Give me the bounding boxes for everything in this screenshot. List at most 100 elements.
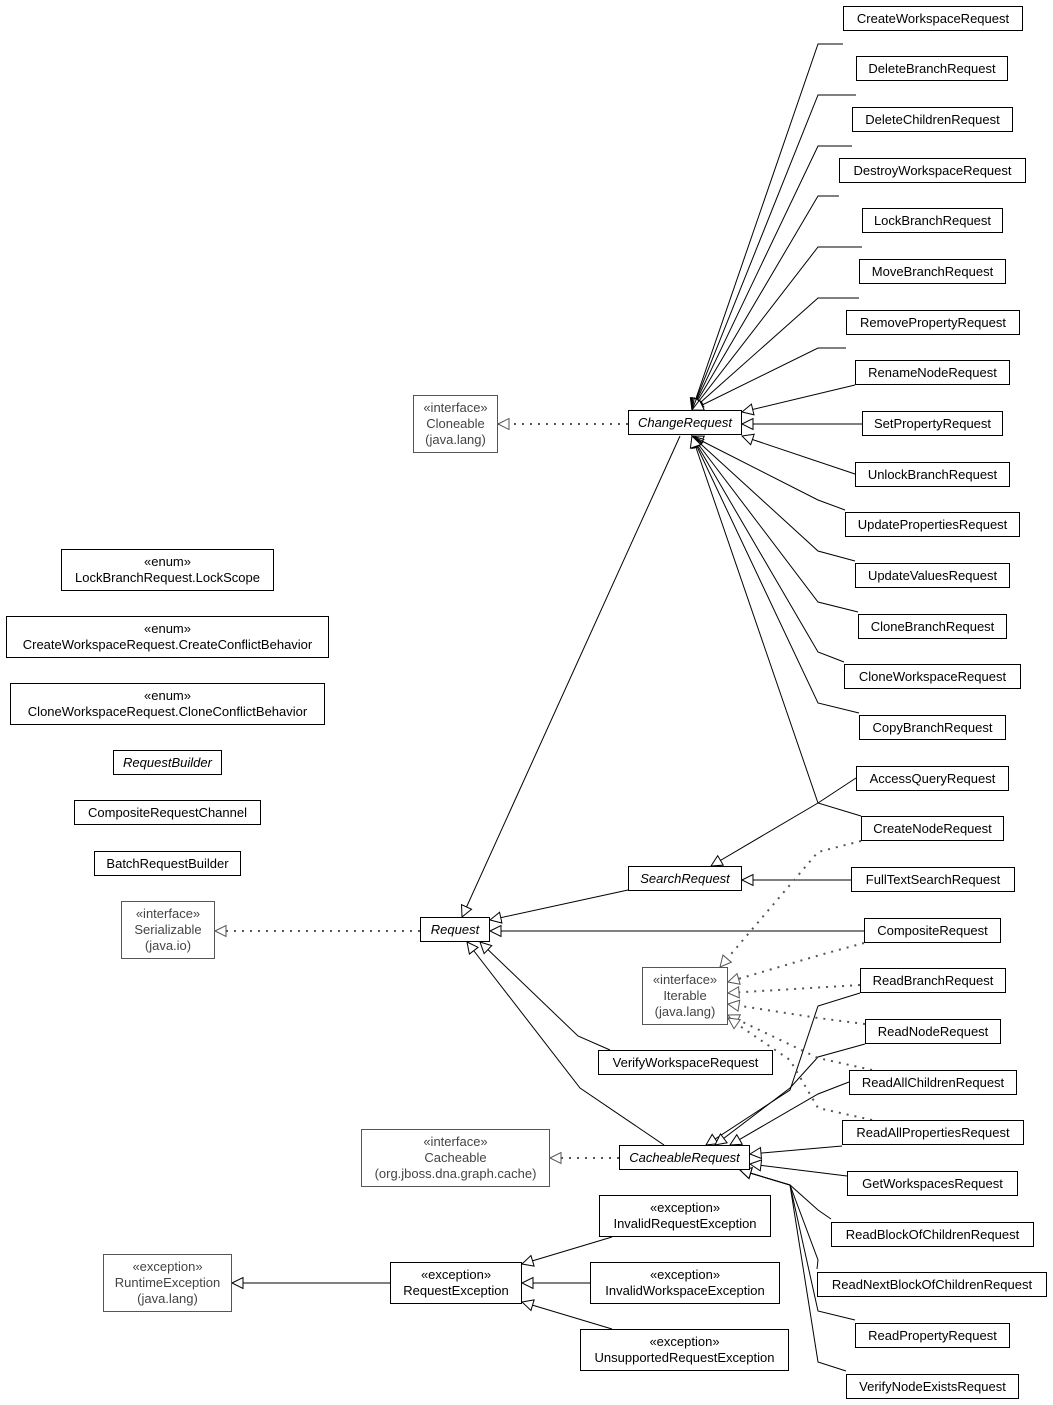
class-name: Serializable: [134, 922, 202, 937]
class-box-move-branch-request[interactable]: MoveBranchRequest: [859, 259, 1006, 284]
class-name: ReadAllChildrenRequest: [861, 1074, 1005, 1090]
inheritance-arrowhead: [461, 903, 473, 919]
class-name: ChangeRequest: [638, 414, 732, 430]
class-box-composite-request-channel[interactable]: CompositeRequestChannel: [74, 800, 261, 825]
class-package: (java.lang): [654, 1004, 716, 1019]
inheritance-arrowhead: [466, 941, 480, 955]
class-box-invalid-workspace-exception[interactable]: «exception»InvalidWorkspaceException: [590, 1262, 780, 1304]
inheritance-arrowhead: [740, 403, 755, 416]
generalization-verify-workspace-request-to-request: [479, 941, 611, 1051]
class-box-runtime-exception[interactable]: «exception»RuntimeException(java.lang): [103, 1254, 232, 1312]
class-box-full-text-search-request[interactable]: FullTextSearchRequest: [851, 867, 1015, 892]
class-box-copy-branch-request[interactable]: CopyBranchRequest: [859, 715, 1006, 740]
generalization-destroy-workspace-request-to-change-request: [691, 195, 839, 411]
class-name: ReadBlockOfChildrenRequest: [845, 1226, 1020, 1242]
class-box-access-query-request[interactable]: AccessQueryRequest: [856, 766, 1009, 791]
class-box-invalid-request-exception[interactable]: «exception»InvalidRequestException: [599, 1195, 771, 1237]
generalization-create-node-request-to-change-request: [691, 435, 862, 817]
class-box-set-property-request[interactable]: SetPropertyRequest: [862, 411, 1003, 436]
class-box-read-block-of-children-request[interactable]: ReadBlockOfChildrenRequest: [831, 1222, 1034, 1247]
class-box-cacheable-request[interactable]: CacheableRequest: [619, 1145, 750, 1170]
class-box-unsupported-request-exception[interactable]: «exception»UnsupportedRequestException: [580, 1329, 789, 1371]
class-stereotype: «exception»: [420, 1267, 492, 1282]
class-box-create-workspace-request[interactable]: CreateWorkspaceRequest: [843, 6, 1023, 31]
class-name: RequestBuilder: [123, 754, 212, 770]
inheritance-arrowhead: [548, 1151, 562, 1165]
class-box-create-conflict-behavior-enum[interactable]: «enum»CreateWorkspaceRequest.CreateConfl…: [6, 616, 329, 658]
class-box-rename-node-request[interactable]: RenameNodeRequest: [855, 360, 1010, 385]
class-name: MoveBranchRequest: [871, 263, 994, 279]
class-box-request-exception[interactable]: «exception»RequestException: [390, 1262, 522, 1304]
class-box-create-node-request[interactable]: CreateNodeRequest: [861, 816, 1004, 841]
class-box-clone-workspace-request[interactable]: CloneWorkspaceRequest: [844, 664, 1021, 689]
class-name: LockBranchRequest: [873, 212, 992, 228]
generalization-delete-branch-request-to-change-request: [691, 94, 856, 411]
class-box-clone-conflict-behavior-enum[interactable]: «enum»CloneWorkspaceRequest.CloneConflic…: [10, 683, 325, 725]
class-name: VerifyNodeExistsRequest: [859, 1378, 1006, 1394]
class-name: CompositeRequestChannel: [88, 804, 247, 820]
class-name: Request: [430, 921, 480, 937]
class-name: BatchRequestBuilder: [106, 855, 229, 871]
class-name: FullTextSearchRequest: [865, 871, 1001, 887]
inheritance-arrowhead: [714, 1133, 728, 1146]
generalization-read-all-children-request-to-cacheable-request: [729, 1081, 850, 1146]
inheritance-arrowhead: [689, 434, 702, 449]
class-name: CompositeRequest: [877, 922, 988, 938]
class-box-verify-node-exists-request[interactable]: VerifyNodeExistsRequest: [846, 1374, 1019, 1399]
class-box-serializable-interface[interactable]: «interface»Serializable(java.io): [121, 901, 215, 959]
class-name: DestroyWorkspaceRequest: [853, 162, 1012, 178]
generalization-delete-children-request-to-change-request: [691, 145, 852, 411]
class-box-get-workspaces-request[interactable]: GetWorkspacesRequest: [847, 1171, 1018, 1196]
class-stereotype: «exception»: [649, 1334, 720, 1349]
class-box-unlock-branch-request[interactable]: UnlockBranchRequest: [855, 462, 1010, 487]
generalization-access-query-request-to-search-request: [710, 777, 857, 867]
generalization-invalid-request-exception-to-request-exception: [521, 1236, 613, 1265]
class-box-verify-workspace-request[interactable]: VerifyWorkspaceRequest: [598, 1050, 773, 1075]
class-name: Iterable: [663, 988, 707, 1003]
class-box-lock-branch-request[interactable]: LockBranchRequest: [862, 208, 1003, 233]
generalization-move-branch-request-to-change-request: [691, 297, 859, 411]
class-box-delete-children-request[interactable]: DeleteChildrenRequest: [852, 107, 1013, 132]
generalization-create-workspace-request-to-change-request: [691, 43, 843, 411]
generalization-read-node-request-to-cacheable-request: [714, 1043, 866, 1146]
class-box-change-request[interactable]: ChangeRequest: [628, 410, 742, 435]
class-box-destroy-workspace-request[interactable]: DestroyWorkspaceRequest: [839, 158, 1026, 183]
inheritance-arrowhead: [748, 1159, 763, 1172]
class-box-iterable-interface[interactable]: «interface»Iterable(java.lang): [642, 967, 728, 1025]
inheritance-arrowhead: [719, 954, 733, 968]
class-box-remove-property-request[interactable]: RemovePropertyRequest: [846, 310, 1020, 335]
class-box-cacheable-interface[interactable]: «interface»Cacheable(org.jboss.dna.graph…: [361, 1129, 550, 1187]
class-box-request[interactable]: Request: [420, 917, 490, 942]
class-name: ReadBranchRequest: [872, 972, 994, 988]
class-box-delete-branch-request[interactable]: DeleteBranchRequest: [856, 56, 1008, 81]
class-box-update-properties-request[interactable]: UpdatePropertiesRequest: [845, 512, 1020, 537]
class-name: AccessQueryRequest: [869, 770, 996, 786]
class-box-request-builder[interactable]: RequestBuilder: [113, 750, 222, 775]
class-box-clone-branch-request[interactable]: CloneBranchRequest: [858, 614, 1007, 639]
class-name: ReadAllPropertiesRequest: [856, 1124, 1010, 1140]
class-box-cloneable-interface[interactable]: «interface»Cloneable(java.lang): [413, 395, 498, 453]
class-box-read-all-properties-request[interactable]: ReadAllPropertiesRequest: [842, 1120, 1024, 1145]
generalization-clone-workspace-request-to-change-request: [691, 435, 845, 663]
class-box-update-values-request[interactable]: UpdateValuesRequest: [855, 563, 1010, 588]
class-stereotype: «exception»: [649, 1267, 721, 1282]
class-box-lock-scope-enum[interactable]: «enum»LockBranchRequest.LockScope: [61, 549, 274, 591]
class-package: (org.jboss.dna.graph.cache): [374, 1166, 537, 1181]
class-box-composite-request[interactable]: CompositeRequest: [864, 918, 1001, 943]
inheritance-arrowhead: [520, 1299, 535, 1312]
class-box-batch-request-builder[interactable]: BatchRequestBuilder: [94, 851, 241, 876]
generalization-get-workspaces-request-to-cacheable-request: [749, 1163, 848, 1177]
inheritance-arrowhead: [488, 924, 502, 938]
class-box-read-all-children-request[interactable]: ReadAllChildrenRequest: [849, 1070, 1017, 1095]
class-box-search-request[interactable]: SearchRequest: [628, 866, 742, 891]
inheritance-arrowhead: [520, 1254, 535, 1267]
class-box-read-branch-request[interactable]: ReadBranchRequest: [860, 968, 1006, 993]
class-box-read-property-request[interactable]: ReadPropertyRequest: [855, 1323, 1010, 1348]
class-name: CopyBranchRequest: [872, 719, 993, 735]
class-box-read-node-request[interactable]: ReadNodeRequest: [865, 1019, 1001, 1044]
class-name: UpdateValuesRequest: [867, 567, 998, 583]
inheritance-arrowhead: [740, 433, 755, 446]
class-name: Cloneable: [426, 416, 485, 431]
class-box-read-next-block-of-children-request[interactable]: ReadNextBlockOfChildrenRequest: [817, 1272, 1047, 1297]
